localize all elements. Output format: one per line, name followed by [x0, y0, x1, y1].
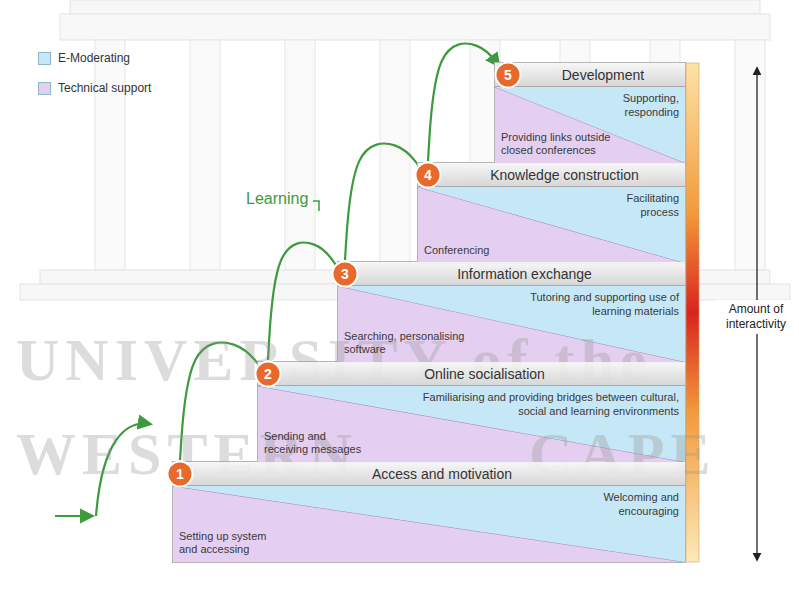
stage-title: Access and motivation: [372, 466, 512, 482]
callout-number: 2: [264, 367, 272, 381]
e-moderating-area: Welcoming and encouraging: [173, 486, 685, 562]
number-circle: 3: [331, 260, 359, 288]
area-text: Tutoring and supporting use of learning …: [489, 291, 679, 319]
number-circle: 4: [414, 161, 442, 189]
legend-swatch: [38, 82, 51, 95]
area-text: Sending and receiving messages: [264, 430, 370, 458]
number-circle: 5: [494, 61, 522, 89]
stage-band: Access and motivation 1Setting up system …: [173, 462, 685, 562]
start-arrow: [55, 515, 92, 517]
area-text: Familiarising and providing bridges betw…: [404, 391, 679, 419]
learning-arc: [428, 44, 499, 161]
stage-band: Development 5Providing links outside clos…: [495, 63, 685, 163]
legend-row: E-Moderating: [38, 50, 151, 66]
stage-title: Online socialisation: [424, 366, 545, 382]
learning-arc: [345, 144, 419, 260]
area-text: Conferencing: [424, 244, 524, 258]
area-text: Supporting, responding: [609, 92, 679, 120]
legend-text: E-Moderating: [58, 51, 130, 65]
stage-header: Information exchange: [338, 262, 685, 286]
area-text: Facilitating process: [604, 192, 679, 220]
area-text: Welcoming and encouraging: [584, 491, 679, 519]
callout-number: 3: [341, 267, 349, 281]
label-tick: [313, 201, 319, 211]
axis-label: Amount of interactivity: [716, 300, 796, 334]
callout-number: 5: [504, 68, 512, 82]
stage-header: Access and motivation: [173, 462, 685, 486]
legend-text: Technical support: [58, 81, 151, 95]
callout-number: 1: [176, 467, 184, 481]
stage-title: Information exchange: [457, 266, 592, 282]
area-text: Providing links outside closed conferenc…: [501, 131, 613, 159]
callout-number: 4: [424, 168, 432, 182]
area-text: Searching, personalising software: [344, 330, 466, 358]
stage-title: Knowledge construction: [490, 167, 639, 183]
number-circle: 2: [254, 360, 282, 388]
legend-swatch: [38, 52, 51, 65]
stage-header: Development: [495, 63, 685, 87]
number-circle: 1: [166, 460, 194, 488]
stage-header: Online socialisation: [258, 362, 685, 386]
legend: E-ModeratingTechnical support: [38, 50, 151, 110]
stage-band: Knowledge construction 4Conferencing Facil…: [418, 163, 685, 263]
area-text: Setting up system and accessing: [179, 530, 279, 558]
learning-label: Learning: [246, 190, 308, 208]
legend-row: Technical support: [38, 80, 151, 96]
building-watermark: [20, 0, 790, 300]
stage-header: Knowledge construction: [418, 163, 685, 187]
stage-title: Development: [562, 67, 645, 83]
interactivity-bar: [686, 63, 699, 562]
